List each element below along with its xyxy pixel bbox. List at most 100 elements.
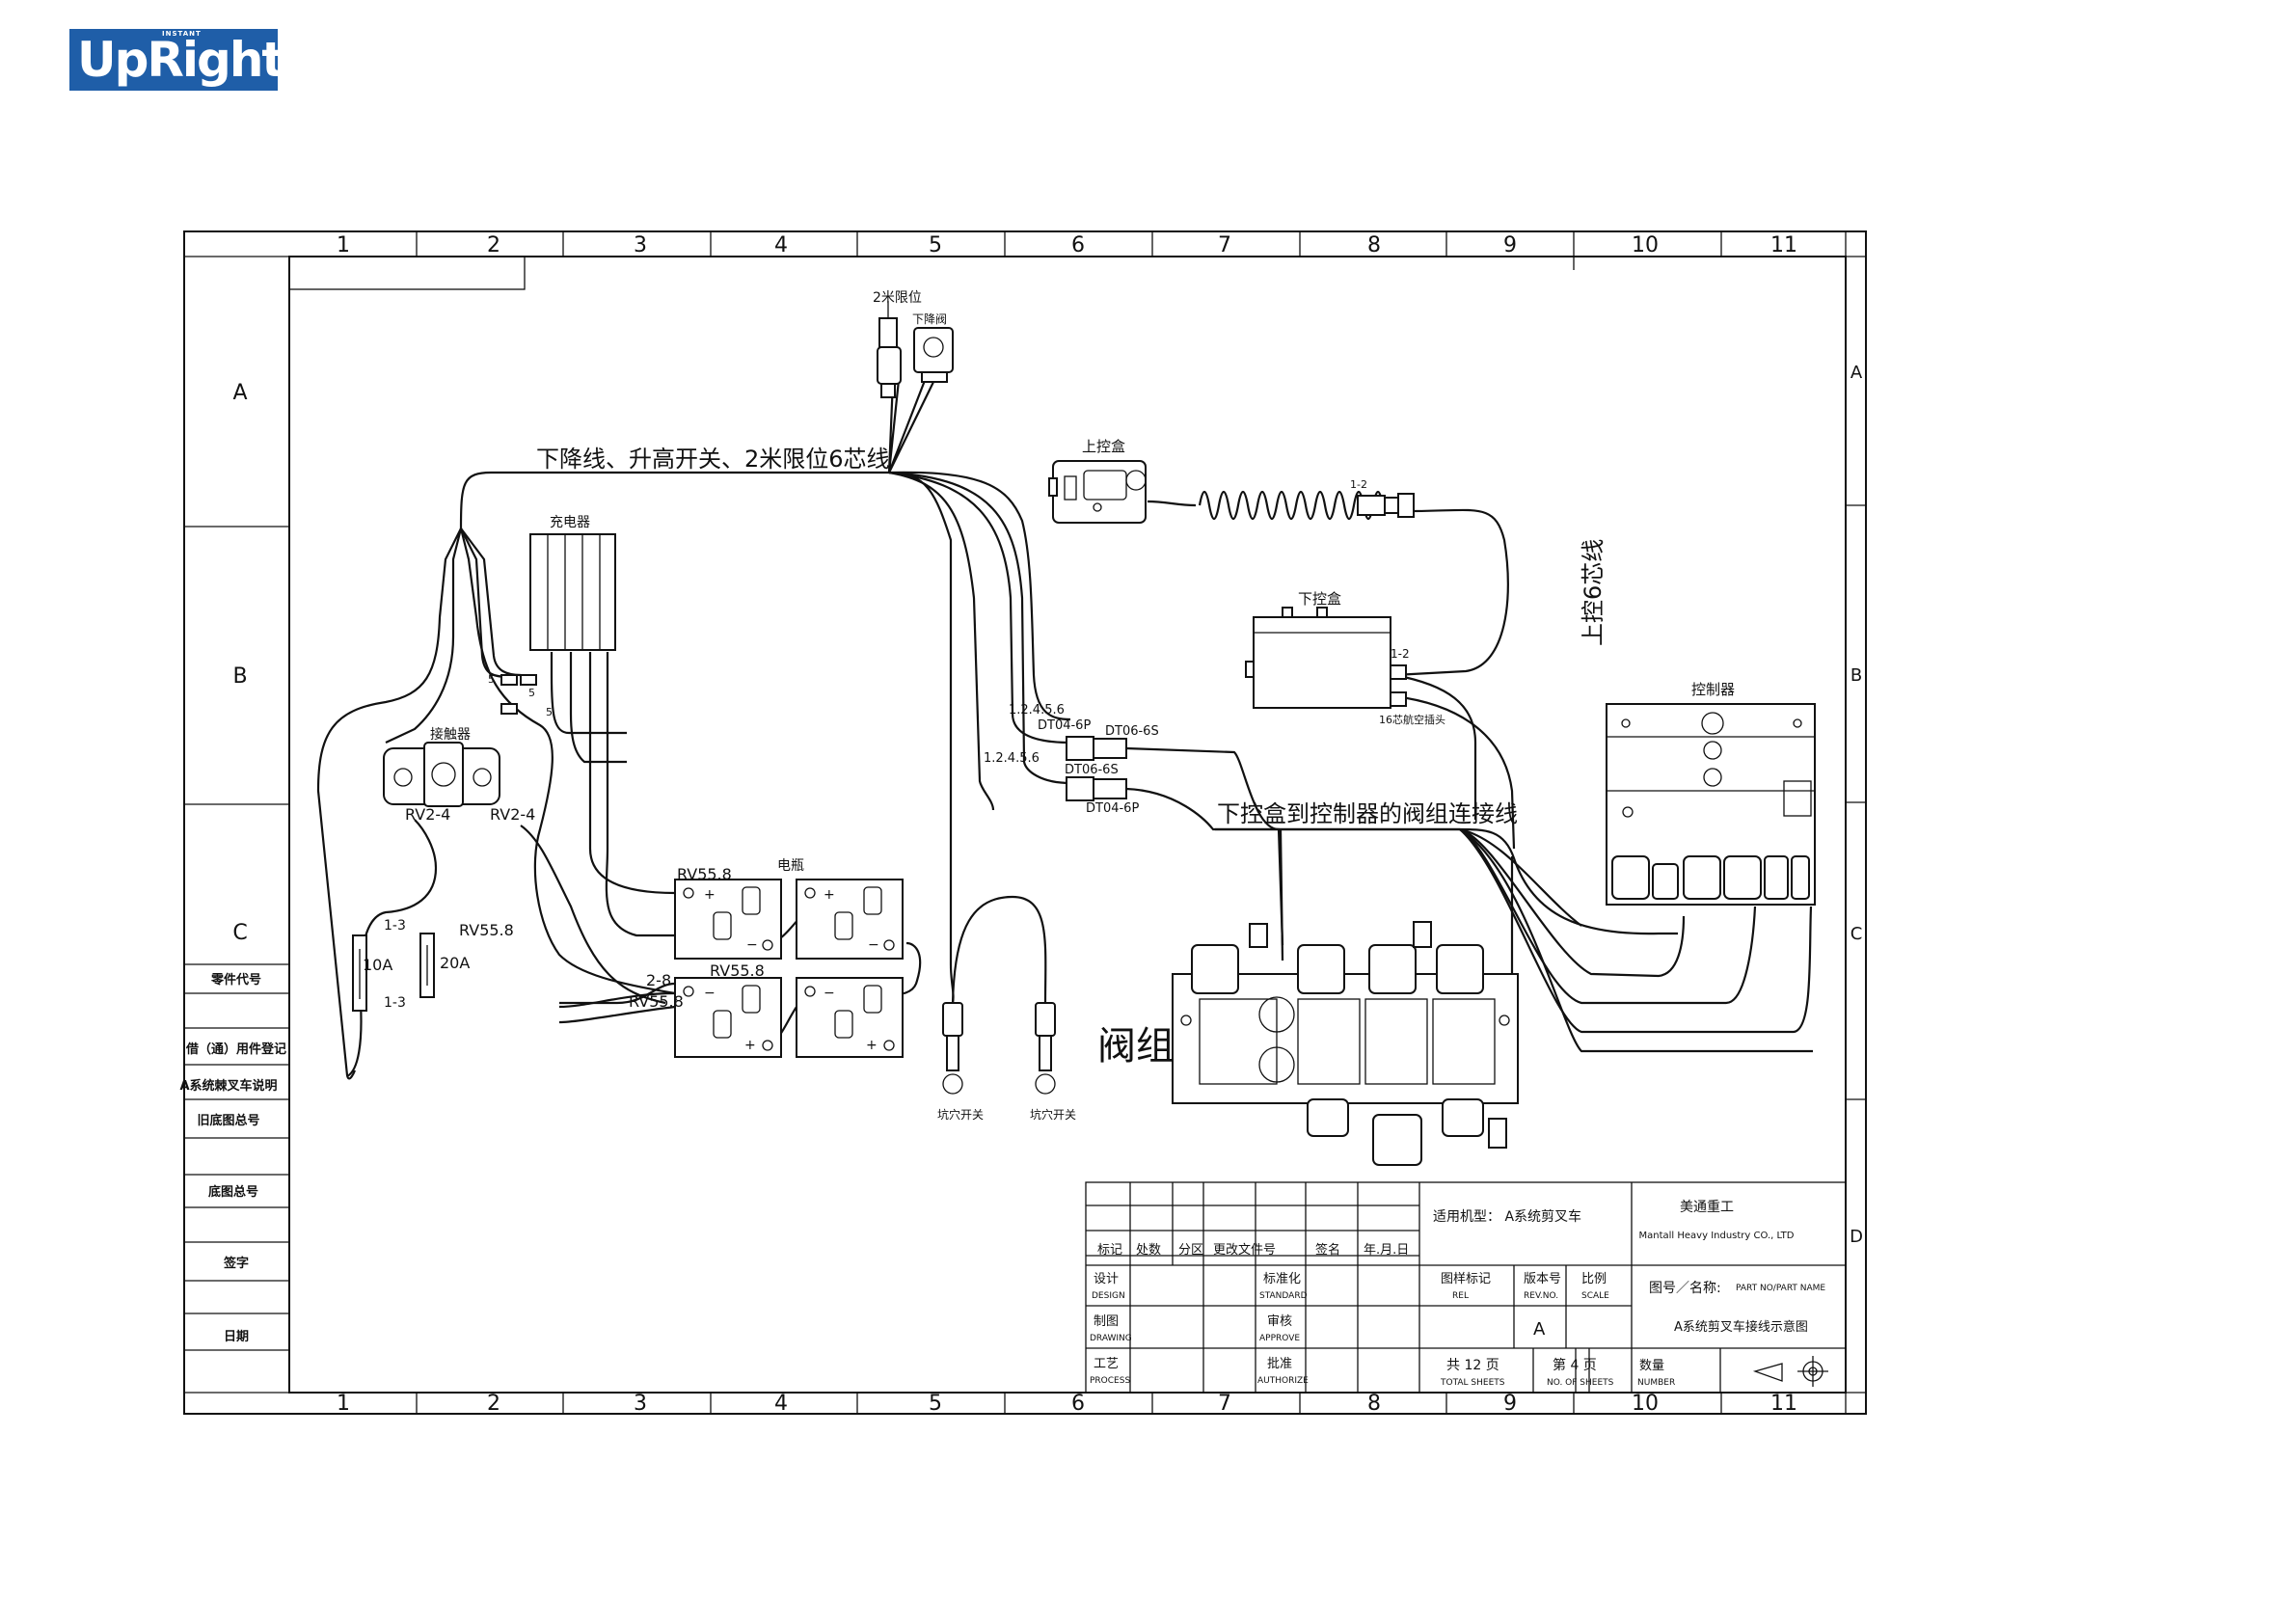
cable-6core-label: 下降线、升高开关、2米限位6芯线 — [536, 446, 890, 473]
col-label-top: 2 — [487, 233, 500, 257]
dt04-label: DT04-6P — [1038, 718, 1091, 733]
col-label-bottom: 7 — [1218, 1392, 1231, 1416]
dt06-label: DT06-6S — [1105, 724, 1159, 739]
row-label-right: C — [1850, 924, 1863, 944]
drawing-label-en: DRAWING — [1090, 1334, 1132, 1343]
cable-connector — [1357, 493, 1415, 518]
col-label-bottom: 8 — [1367, 1392, 1381, 1416]
dt04-label: DT04-6P — [1086, 801, 1139, 816]
drawing-label: 制图 — [1094, 1314, 1119, 1329]
pin-label: 1.2.4.5.6 — [1009, 703, 1065, 717]
fuse-label: 10A — [363, 956, 392, 974]
authorize-label: 批准 — [1267, 1357, 1292, 1371]
col-label-bottom: 5 — [929, 1392, 942, 1416]
battery-terminal: + — [824, 887, 835, 903]
row-label-left: A — [232, 381, 247, 405]
coiled-cable — [1198, 490, 1385, 521]
authorize-label-en: AUTHORIZE — [1257, 1376, 1309, 1386]
approve-label: 审核 — [1267, 1314, 1292, 1329]
sheet-number: 第 4 页 — [1553, 1357, 1597, 1373]
scale-label: 比例 — [1581, 1272, 1607, 1286]
left-panel-label: 零件代号 — [210, 972, 261, 988]
lower-box-label: 下控盒 — [1298, 590, 1341, 608]
part-name: A系统剪叉车接线示意图 — [1674, 1319, 1808, 1335]
left-panel-label: 借（通）用件登记 — [185, 1042, 286, 1057]
controller — [1606, 703, 1816, 906]
battery-terminal: − — [868, 937, 879, 953]
terminal-label: 5 — [528, 687, 535, 699]
terminal-label: 1-3 — [384, 995, 406, 1011]
rv24-label: RV2-4 — [405, 805, 450, 824]
row-label-right: A — [1850, 363, 1863, 383]
battery-terminal: + — [744, 1038, 756, 1053]
col-label-bottom: 4 — [774, 1392, 788, 1416]
drawing-frame — [183, 230, 1867, 1415]
col-label-bottom: 3 — [634, 1392, 647, 1416]
rel-label: 图样标记 — [1441, 1272, 1491, 1286]
company-name-en: Mantall Heavy Industry CO., LTD — [1639, 1231, 1795, 1241]
company-name: 美通重工 — [1680, 1200, 1734, 1215]
connector-label: 1-2 — [1350, 478, 1367, 491]
standard-label: 标准化 — [1263, 1272, 1301, 1286]
part-no-label: 图号／名称: — [1649, 1281, 1721, 1296]
charger-label: 充电器 — [550, 515, 590, 530]
upright-logo: INSTANT UpRight — [69, 29, 284, 91]
row-label-right: B — [1850, 665, 1862, 686]
pothole-switch — [1035, 1002, 1056, 1095]
fuse-20a — [419, 933, 435, 998]
terminal-set — [500, 674, 537, 715]
header-zone: 分区 — [1178, 1243, 1203, 1258]
pothole-switch — [942, 1002, 963, 1095]
rev-label-en: REV.NO. — [1524, 1291, 1558, 1301]
limit-switch-label: 2米限位 — [873, 290, 922, 306]
col-label-bottom: 1 — [337, 1392, 350, 1416]
battery-label: 电瓶 — [777, 858, 804, 874]
col-label-top: 9 — [1503, 233, 1517, 257]
approve-label-en: APPROVE — [1259, 1334, 1300, 1343]
left-record-panel — [184, 963, 289, 1351]
battery-terminal: − — [704, 986, 716, 1001]
col-label-top: 10 — [1632, 233, 1659, 257]
pothole-label: 坑穴开关 — [1030, 1107, 1076, 1122]
quantity-label: 数量 — [1639, 1359, 1664, 1373]
rel-label-en: REL — [1452, 1291, 1469, 1301]
col-label-top: 1 — [337, 233, 350, 257]
left-panel-label: 签字 — [223, 1256, 249, 1271]
valve-group-label: 阀组 — [1097, 1024, 1175, 1069]
fuse-label: 20A — [440, 954, 470, 972]
title-block — [1085, 1181, 1847, 1394]
row-label-left: C — [232, 921, 247, 945]
design-label-en: DESIGN — [1092, 1291, 1125, 1301]
standard-label-en: STANDARD — [1259, 1291, 1308, 1301]
lower-valve — [913, 327, 954, 383]
revision-value: A — [1533, 1319, 1546, 1340]
col-label-top: 5 — [929, 233, 942, 257]
controller-label: 控制器 — [1691, 681, 1735, 698]
left-panel-label: 日期 — [224, 1330, 249, 1344]
battery-terminal: − — [824, 986, 835, 1001]
pin-label: 1.2.4.5.6 — [984, 751, 1040, 766]
process-label-en: PROCESS — [1090, 1376, 1130, 1386]
total-sheets: 共 12 页 — [1446, 1358, 1499, 1373]
header-sign: 签名 — [1315, 1242, 1340, 1258]
scale-label-en: SCALE — [1581, 1291, 1609, 1301]
upper-cable-label: 上控6芯线 — [1580, 539, 1607, 646]
left-panel-label: A系统棘叉车说明 — [179, 1078, 277, 1094]
col-label-top: 6 — [1071, 233, 1085, 257]
battery-terminal: − — [746, 937, 758, 953]
fuse-10a — [352, 934, 367, 1012]
rv558-label: RV55.8 — [710, 961, 765, 980]
col-label-bottom: 10 — [1632, 1392, 1659, 1416]
col-label-top: 11 — [1770, 233, 1797, 257]
aviation-plug-label: 16芯航空插头 — [1379, 713, 1445, 726]
lower-control-box — [1245, 607, 1407, 709]
applicable-model: 适用机型： A系统剪叉车 — [1433, 1208, 1581, 1225]
terminal-label: 5 — [546, 706, 553, 718]
col-label-top: 7 — [1218, 233, 1231, 257]
col-label-top: 8 — [1367, 233, 1381, 257]
header-doc: 更改文件号 — [1213, 1243, 1276, 1258]
charger — [529, 533, 616, 651]
contactor — [383, 742, 500, 807]
rev-label: 版本号 — [1524, 1272, 1561, 1286]
